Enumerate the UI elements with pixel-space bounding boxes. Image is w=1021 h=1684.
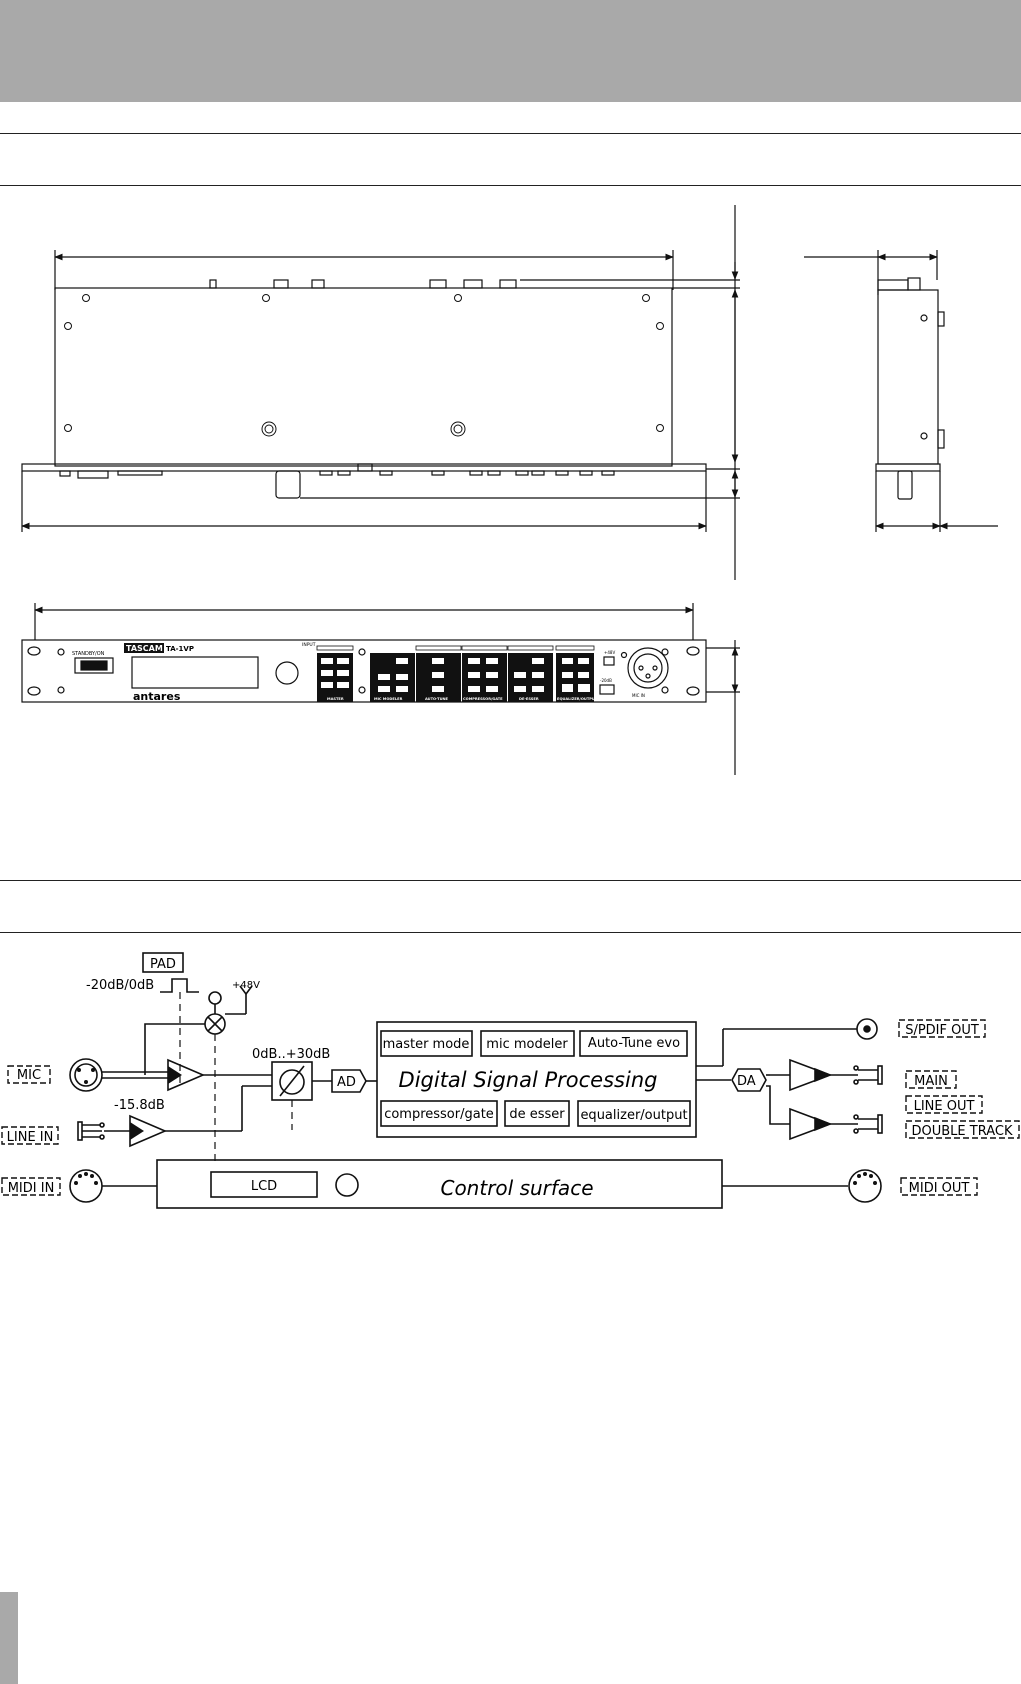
dsp-compressor: compressor/gate [384,1107,494,1122]
dsp-block-master-mode [380,1030,473,1057]
front-section-master: MASTER [327,697,344,701]
front-section-de-esser: DE-ESSER [519,697,539,701]
line-in-gain: -15.8dB [114,1098,165,1113]
double-track-label: DOUBLE TRACK [912,1124,1013,1139]
header-bar [0,0,1021,102]
pad-box [142,952,184,973]
spdif-jack-icon [856,1018,878,1040]
midi-out-label-frame [900,1177,978,1196]
pad-label: PAD [150,957,176,972]
midi-out-jack-icon [848,1169,882,1203]
section-rule-top [0,133,1021,134]
dsp-title: Digital Signal Processing [399,1068,658,1092]
midi-out-label: MIDI OUT [909,1181,970,1196]
section-rule-mid [0,880,1021,881]
spdif-out-label: S/PDIF OUT [905,1023,979,1038]
front-section-equalizer: EQUALIZER/OUTPUT [557,697,598,701]
mic-label-frame [7,1065,51,1084]
main-label: MAIN [914,1074,948,1089]
section-rule-top-2 [0,185,1021,186]
top-view-body [54,287,673,467]
front-input-label: INPUT [302,642,316,648]
da-converter-box [731,1068,767,1092]
front-model: TA-1VP [166,645,194,653]
double-track-amp-icon [789,1107,833,1141]
section-rule-mid-2 [0,932,1021,933]
line-out-label-frame [905,1095,983,1114]
main-label-frame [905,1070,957,1089]
gain-range: 0dB..+30dB [252,1047,330,1062]
line-out-label: LINE OUT [914,1099,975,1114]
line-in-label: LINE IN [7,1130,54,1145]
front-standby-switch [74,657,114,674]
front-maker: antares [133,690,181,703]
dsp-block-equalizer [577,1100,691,1127]
main-amp-icon [789,1058,833,1092]
lcd-label: LCD [251,1179,277,1194]
control-wheel-icon [335,1173,359,1197]
front-phantom-label: +48V [604,650,615,655]
top-view-knob [275,470,301,499]
mic-xlr-icon [69,1058,103,1092]
front-data-wheel [275,661,299,685]
phantom-led-icon [208,991,222,1005]
front-lcd [131,656,259,689]
front-pad-label: -20dB [600,678,612,683]
lcd-box [210,1171,318,1198]
dsp-master-mode: master mode [383,1037,470,1052]
pad-values: -20dB/0dB [86,978,154,993]
front-panel-body [21,639,707,703]
dsp-auto-tune: Auto-Tune evo [588,1036,680,1051]
dsp-de-esser: de esser [509,1107,565,1122]
dsp-block-mic-modeler [480,1030,575,1057]
phantom-label: +48V [232,980,260,991]
midi-in-label: MIDI IN [8,1181,55,1196]
dsp-equalizer: equalizer/output [580,1108,687,1123]
front-section-auto-tune: AUTO-TUNE [425,697,449,701]
dsp-block-de-esser [504,1100,570,1127]
page-tab [0,1592,18,1684]
front-mic-in-label: MIC IN [632,693,645,698]
da-label: DA [737,1074,756,1089]
line-in-label-frame [1,1126,59,1145]
front-brand: TASCAM [126,644,163,653]
front-standby-label: STANDBY/ON [72,651,105,657]
dsp-block-auto-tune [579,1030,688,1057]
ad-label: AD [337,1075,356,1090]
mic-label: MIC [17,1068,41,1083]
ad-converter-box [331,1069,367,1093]
control-surface-box [156,1159,723,1209]
front-section-compressor: COMPRESSOR/GATE [463,697,503,701]
dsp-block-compressor [380,1100,498,1127]
double-track-label-frame [905,1120,1020,1139]
pad-switch-symbol [160,978,199,993]
midi-in-label-frame [1,1177,61,1196]
spdif-label-frame [898,1019,986,1038]
front-section-mic-modeler: MIC MODELER [374,697,403,701]
control-surface-label: Control surface [440,1176,593,1200]
dsp-mic-modeler: mic modeler [486,1037,568,1052]
